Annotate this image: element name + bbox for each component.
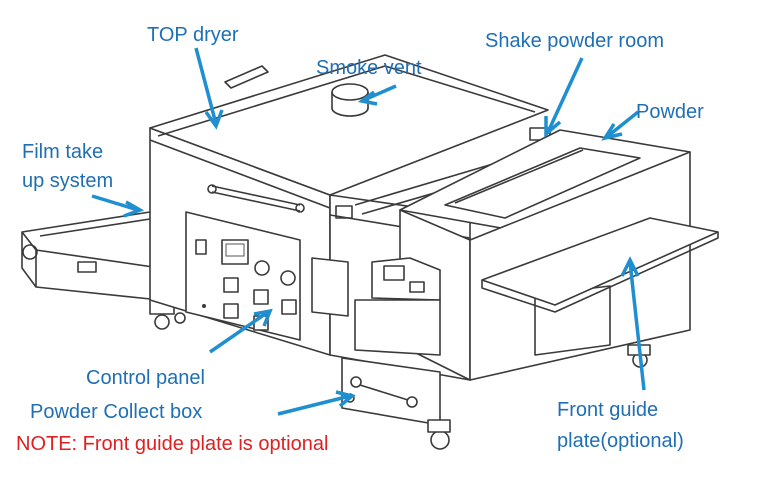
label-film-take-up-line2: up system	[22, 170, 113, 192]
label-powder: Powder	[636, 101, 704, 123]
arrow-control-panel	[209, 310, 269, 354]
control-panel-part	[185, 211, 301, 341]
arrow-control-panel-head	[253, 308, 273, 327]
arrow-film-take-up	[91, 194, 139, 212]
arrow-front-guide-plate	[628, 261, 646, 391]
label-shake-powder-room: Shake powder room	[485, 30, 664, 52]
label-top-dryer: TOP dryer	[147, 24, 239, 46]
pointer-arrows	[91, 47, 646, 416]
arrow-powder-collect-box	[277, 394, 351, 416]
callout-labels: TOP dryer Smoke vent Shake powder room P…	[16, 24, 704, 455]
arrow-top-dryer-head	[204, 109, 224, 130]
arrow-powder	[606, 110, 640, 138]
machine-drawing	[21, 54, 719, 450]
arrow-front-guide-plate-head	[620, 256, 640, 277]
arrow-shake-powder-room	[546, 57, 584, 133]
label-smoke-vent: Smoke vent	[316, 57, 422, 79]
arrow-top-dryer	[194, 47, 218, 125]
label-control-panel: Control panel	[86, 367, 205, 389]
label-powder-collect-box: Powder Collect box	[30, 401, 202, 423]
front-guide-plate-part	[481, 217, 719, 313]
smoke-vent-part	[331, 83, 369, 117]
label-film-take-up-line1: Film take	[22, 141, 103, 163]
side-panel	[311, 257, 349, 317]
arrow-powder-collect-box-head	[335, 390, 356, 408]
label-front-guide-line2: plate(optional)	[557, 430, 684, 452]
arrow-powder-head	[601, 123, 623, 141]
arrow-shake-powder-room-head	[544, 116, 562, 138]
note-front-guide-optional: NOTE: Front guide plate is optional	[16, 433, 328, 455]
label-front-guide-line1: Front guide	[557, 399, 658, 421]
arrow-smoke-vent-head	[357, 90, 378, 106]
arrow-film-take-up-head	[123, 200, 145, 218]
